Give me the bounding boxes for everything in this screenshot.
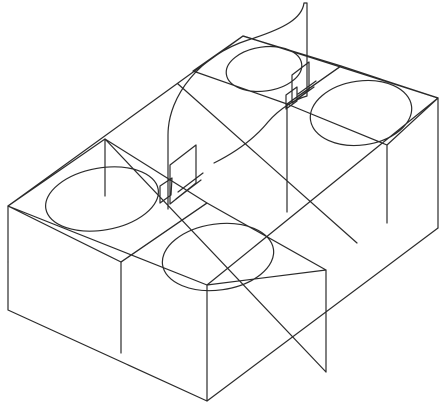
- bottom-outline: [8, 228, 438, 401]
- front-divider-inner-a: [176, 180, 201, 199]
- front-center-circle: [158, 217, 278, 298]
- top-face-divider-long: [105, 139, 326, 372]
- inner-cell-right-lower: [287, 66, 438, 145]
- top-face-divider-short: [178, 84, 357, 243]
- inner-cell-left-upper: [8, 139, 207, 262]
- front-divider-panel: [170, 145, 196, 204]
- front-divider-inner-b: [178, 173, 203, 192]
- inner-cell-left-lower: [121, 203, 326, 285]
- top-face-outline: [8, 36, 438, 285]
